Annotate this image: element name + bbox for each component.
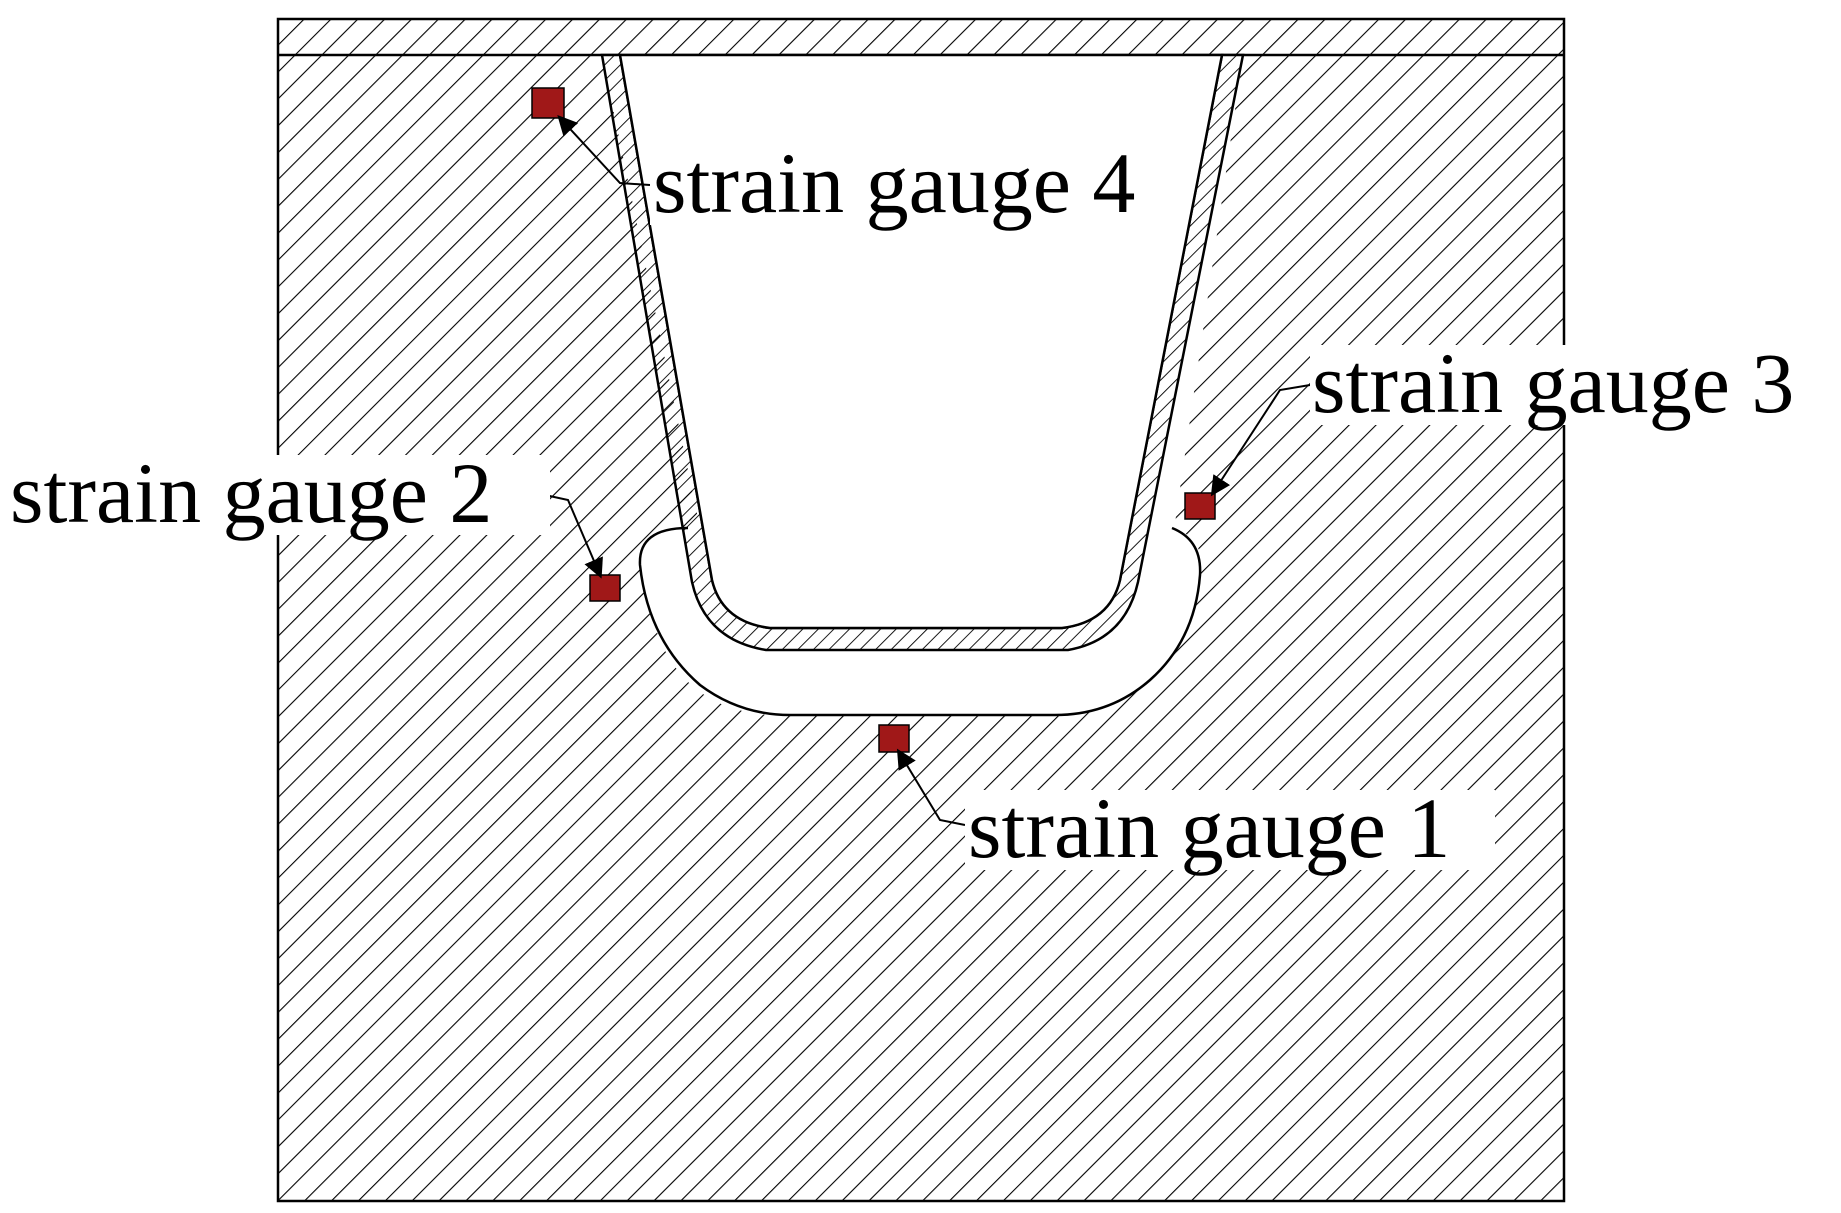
strain-gauge-3-label: strain gauge 3 <box>1312 335 1794 431</box>
strain-gauge-1-label: strain gauge 1 <box>968 780 1450 876</box>
label-2-bg <box>5 455 550 535</box>
strain-gauge-4-marker <box>531 87 565 119</box>
leader-line-3 <box>1210 384 1311 497</box>
strain-gauge-4-label: strain gauge 4 <box>653 135 1135 231</box>
leader-line-1 <box>896 748 966 826</box>
label-4-bg <box>650 145 1180 225</box>
strain-gauge-2-marker <box>589 574 621 602</box>
label-3-bg <box>1310 345 1830 425</box>
leader-line-2 <box>544 494 603 579</box>
strain-gauge-2-label: strain gauge 2 <box>10 445 492 541</box>
strain-gauge-3-marker <box>1184 492 1216 520</box>
leader-line-4 <box>557 115 651 186</box>
strain-gauge-1-marker <box>878 724 910 753</box>
label-1-bg <box>965 790 1495 870</box>
